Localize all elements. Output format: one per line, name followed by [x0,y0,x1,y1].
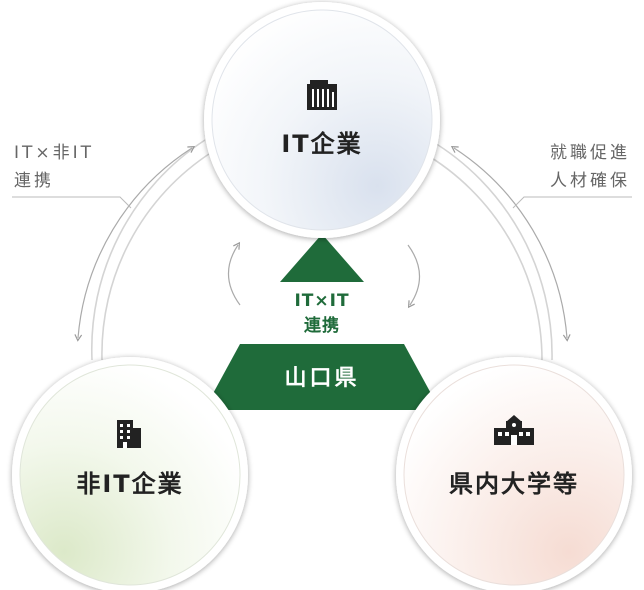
left-label-line2: 連携 [14,171,54,191]
left-rotation-arrow [227,241,241,306]
left-arrow-arc [74,145,196,342]
left-label-leader [12,196,132,209]
right-label-line2: 人材確保 [550,171,630,191]
right-arrow-arc [450,145,571,342]
left-label-line1: IT×非IT [14,143,94,163]
node-university: 県内大学等 [396,357,632,590]
school-icon [494,415,534,445]
prefecture-band [204,344,440,410]
node-it-company: IT企業 [204,2,440,238]
node-non-it-company: 非IT企業 [12,357,248,590]
right-rotation-arrow [407,244,421,309]
prefecture-label: 山口県 [284,366,359,391]
office-building-icon [307,80,337,110]
university-label: 県内大学等 [449,470,579,498]
non-it-company-label: 非IT企業 [76,470,183,498]
center-collab-line1: IT×IT [294,291,349,311]
right-label-leader [512,196,632,209]
it-company-label: IT企業 [281,130,362,158]
building-icon [117,420,141,448]
collab-triangle [280,234,364,282]
center-collab-line2: 連携 [304,315,340,336]
right-label-line1: 就職促進 [550,143,630,163]
